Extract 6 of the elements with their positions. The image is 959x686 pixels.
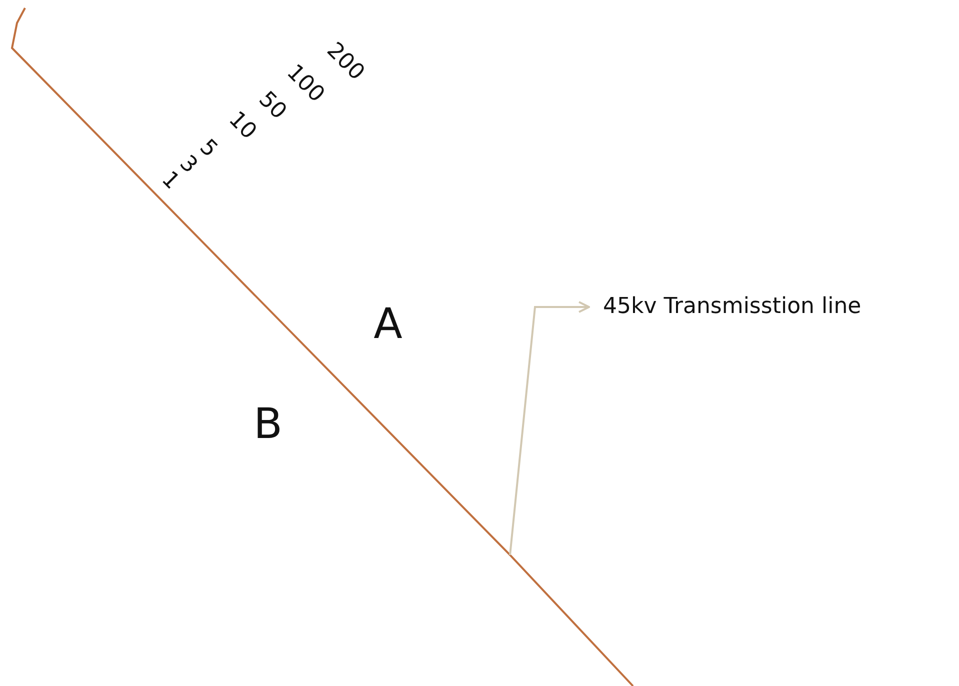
- line-label: 45kv Transmisstion line: [603, 296, 862, 318]
- leader-line: [509, 301, 590, 556]
- scale-number: 1: [157, 168, 183, 194]
- zone-letter: A: [374, 303, 402, 345]
- zone-letter: B: [254, 403, 282, 445]
- scale-number: 200: [322, 39, 368, 85]
